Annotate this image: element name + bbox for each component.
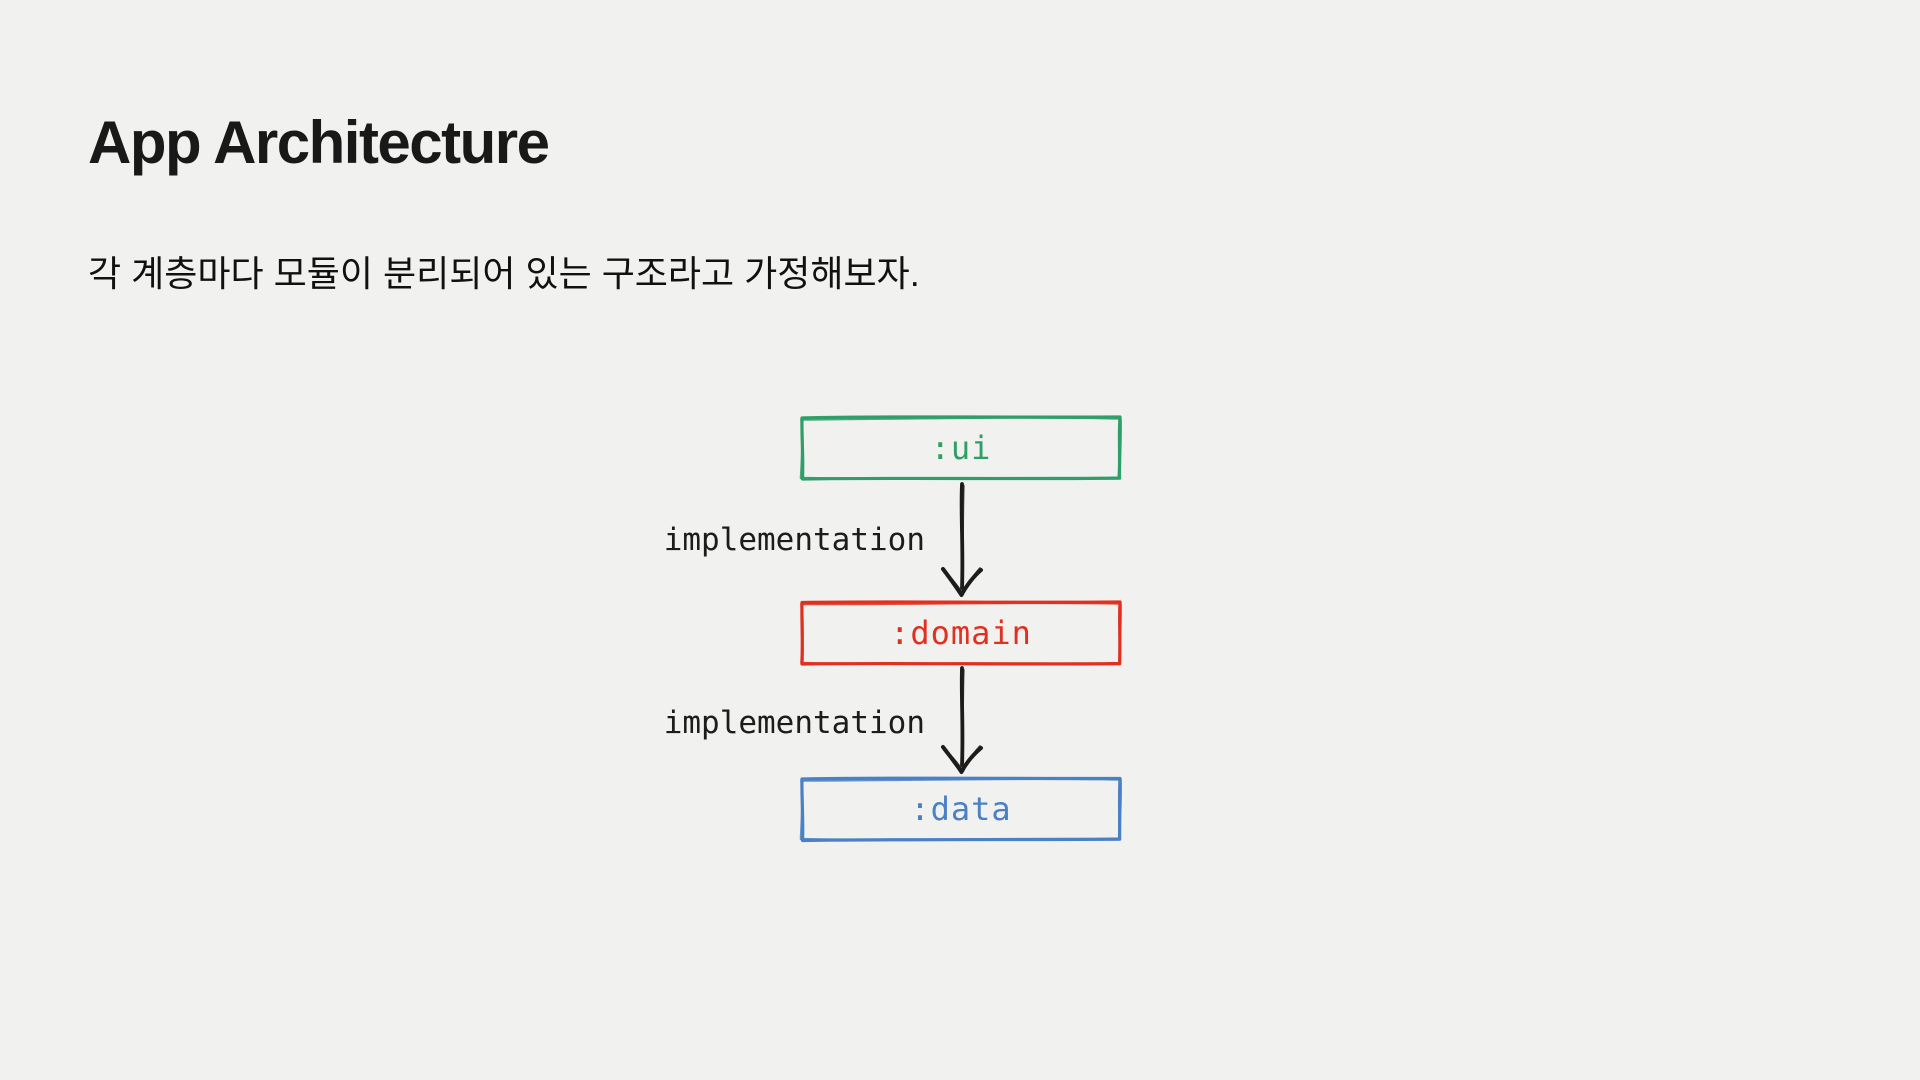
node-data: :data [798,774,1124,844]
arrow-ui-to-domain [941,482,983,597]
rough-box-border [799,415,1123,481]
intro-text: 각 계층마다 모듈이 분리되어 있는 구조라고 가정해보자. [88,253,920,294]
node-domain-label: :domain [890,614,1032,652]
node-ui: :ui [798,413,1124,483]
edge-label-implementation-2: implementation [663,705,925,741]
node-data-label: :data [910,790,1012,828]
page-title: App Architecture [88,109,550,176]
arrow-domain-to-data [941,666,983,774]
node-ui-label: :ui [930,429,992,467]
rough-box-border [800,600,1122,666]
edge-label-implementation-1: implementation [663,522,925,558]
node-domain: :domain [798,598,1124,668]
rough-box-border [799,776,1123,843]
